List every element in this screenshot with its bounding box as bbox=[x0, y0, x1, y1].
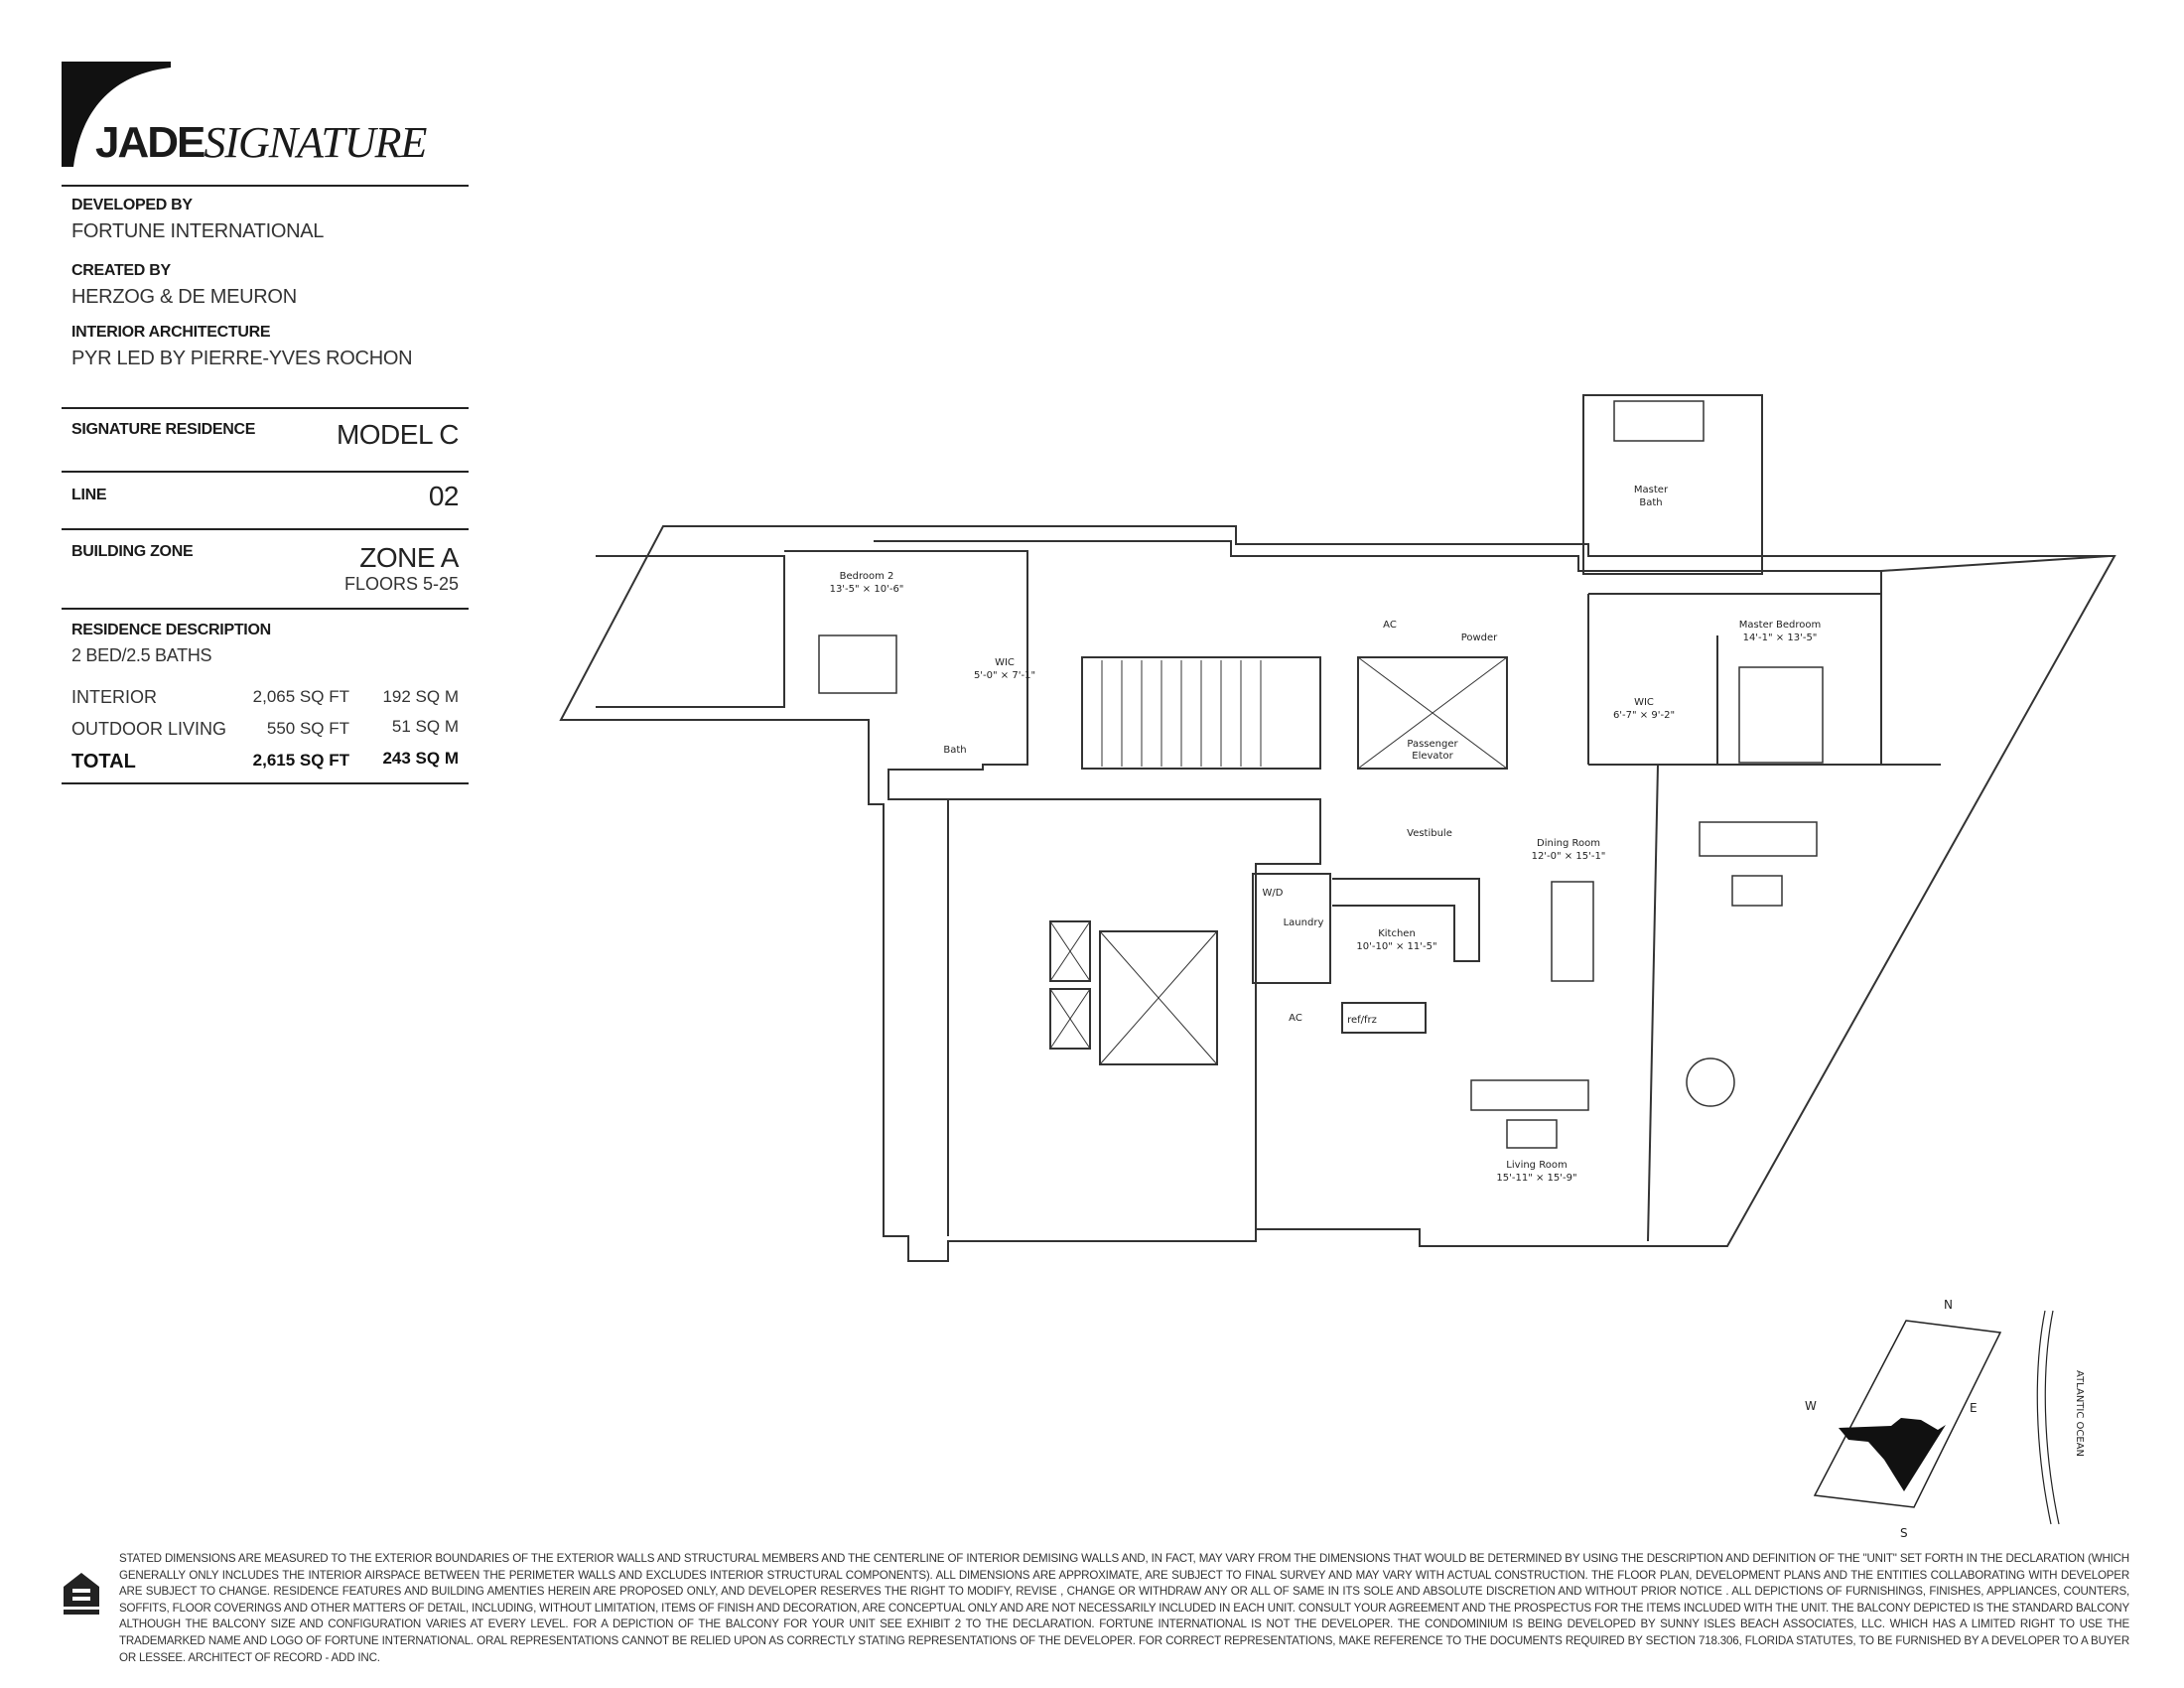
service-elevator-shaft bbox=[1099, 930, 1218, 1065]
divider bbox=[62, 782, 469, 784]
interior-label: INTERIOR bbox=[71, 687, 158, 707]
kitchen-label: Kitchen bbox=[1378, 928, 1416, 939]
sofa bbox=[1470, 1079, 1589, 1111]
ac-top-label: AC bbox=[1383, 620, 1397, 631]
wic-right-label: WIC bbox=[1634, 697, 1654, 708]
residence-description-value: 2 BED/2.5 BATHS bbox=[71, 645, 212, 665]
master-bedroom-size: 14'-1" × 13'-5" bbox=[1743, 633, 1818, 643]
divider bbox=[62, 608, 469, 610]
bedroom2-walls bbox=[784, 550, 1028, 800]
compass-n: N bbox=[1944, 1298, 1953, 1312]
equal-housing-icon bbox=[64, 1573, 99, 1615]
interior-architecture-value: PYR LED BY PIERRE-YVES ROCHON bbox=[71, 348, 413, 369]
divider bbox=[62, 471, 469, 473]
kitchen-counter bbox=[1332, 878, 1480, 962]
bath-label: Bath bbox=[943, 745, 966, 756]
bedroom2-label: Bedroom 2 bbox=[840, 571, 894, 582]
outdoor-label: OUTDOOR LIVING bbox=[71, 719, 227, 739]
floors-value: FLOORS 5-25 bbox=[343, 574, 459, 594]
kitchen-size: 10'-10" × 11'-5" bbox=[1356, 941, 1436, 952]
compass-s: S bbox=[1900, 1526, 1908, 1539]
residence-type-label: SIGNATURE RESIDENCE bbox=[71, 421, 256, 438]
residence-description-label: RESIDENCE DESCRIPTION bbox=[71, 622, 271, 638]
elevator-label-2: Elevator bbox=[1412, 751, 1453, 762]
divider bbox=[62, 528, 469, 530]
living-label: Living Room bbox=[1506, 1160, 1567, 1171]
brand-wordmark: JADESIGNATURE bbox=[95, 118, 427, 167]
created-by-value: HERZOG & DE MEURON bbox=[71, 286, 297, 308]
laundry-label: Laundry bbox=[1284, 917, 1324, 928]
east-balcony bbox=[1880, 555, 2111, 766]
site-outline bbox=[1813, 1320, 2002, 1508]
interior-sqft: 2,065 SQ FT bbox=[252, 687, 349, 706]
wic-left-size: 5'-0" × 7'-1" bbox=[974, 670, 1035, 681]
bed-bedroom2 bbox=[818, 634, 897, 694]
master-bath-label: Master bbox=[1634, 485, 1669, 495]
created-by-label: CREATED BY bbox=[71, 262, 171, 279]
unit-location-marker bbox=[1839, 1418, 1946, 1491]
floor-plan: Master Bath Bedroom 2 13'-5" × 10'-6" WI… bbox=[559, 394, 2116, 1262]
interior-wall bbox=[874, 540, 1882, 1242]
zone-value: ZONE A bbox=[359, 542, 459, 573]
ref-label: ref/frz bbox=[1347, 1015, 1377, 1026]
dining-table bbox=[1551, 881, 1594, 982]
coastline bbox=[2036, 1310, 2060, 1525]
divider bbox=[62, 407, 469, 409]
interior-architecture-label: INTERIOR ARCHITECTURE bbox=[71, 324, 271, 341]
wd-label: W/D bbox=[1263, 888, 1284, 899]
master-bath-label-2: Bath bbox=[1639, 497, 1662, 508]
powder-label: Powder bbox=[1461, 633, 1498, 643]
laundry-room bbox=[1252, 873, 1331, 984]
compass-e: E bbox=[1970, 1401, 1978, 1415]
outdoor-sqft: 550 SQ FT bbox=[266, 719, 349, 738]
ref-frz bbox=[1341, 1002, 1427, 1034]
terrace-table bbox=[1686, 1057, 1735, 1107]
interior-sqm: 192 SQ M bbox=[382, 687, 459, 706]
compass-w: W bbox=[1805, 1399, 1817, 1413]
ac-bottom-label: AC bbox=[1289, 1013, 1302, 1024]
line-value: 02 bbox=[428, 481, 460, 511]
bedroom2-size: 13'-5" × 10'-6" bbox=[830, 584, 904, 595]
corridor-wall bbox=[947, 798, 1321, 1236]
developed-by-label: DEVELOPED BY bbox=[71, 197, 193, 213]
stair bbox=[1081, 656, 1321, 770]
dining-size: 12'-0" × 15'-1" bbox=[1532, 851, 1606, 862]
bed-master bbox=[1738, 666, 1824, 764]
total-sqft: 2,615 SQ FT bbox=[252, 751, 349, 770]
total-label: TOTAL bbox=[71, 751, 136, 773]
wic-left-label: WIC bbox=[995, 657, 1015, 668]
legal-disclaimer: STATED DIMENSIONS ARE MEASURED TO THE EX… bbox=[119, 1552, 2129, 1664]
master-bath bbox=[1582, 394, 1763, 575]
west-terrace-wall bbox=[596, 555, 785, 708]
master-bedroom-label: Master Bedroom bbox=[1739, 620, 1822, 631]
dining-label: Dining Room bbox=[1537, 838, 1600, 849]
outdoor-sqm: 51 SQ M bbox=[391, 717, 459, 736]
ocean-label: ATLANTIC OCEAN bbox=[2074, 1370, 2085, 1457]
residence-model: MODEL C bbox=[336, 419, 460, 450]
coffee-table bbox=[1506, 1119, 1558, 1149]
jade-logo-mark bbox=[62, 62, 171, 167]
master-bedroom-walls bbox=[1587, 593, 1881, 766]
developed-by-value: FORTUNE INTERNATIONAL bbox=[71, 220, 325, 242]
total-sqm: 243 SQ M bbox=[382, 749, 459, 768]
building-zone-label: BUILDING ZONE bbox=[71, 543, 194, 560]
site-compass: N S W E ATLANTIC OCEAN bbox=[1805, 1298, 2085, 1539]
elevator-label: Passenger bbox=[1407, 739, 1458, 750]
vestibule-label: Vestibule bbox=[1407, 828, 1452, 839]
stair-treads bbox=[1101, 660, 1262, 767]
divider bbox=[62, 185, 469, 187]
passenger-elevator bbox=[1357, 656, 1508, 770]
living-size: 15'-11" × 15'-9" bbox=[1496, 1173, 1576, 1184]
wic-right-size: 6'-7" × 9'-2" bbox=[1613, 710, 1675, 721]
line-label: LINE bbox=[71, 487, 107, 503]
exterior-wall bbox=[559, 525, 2116, 1262]
